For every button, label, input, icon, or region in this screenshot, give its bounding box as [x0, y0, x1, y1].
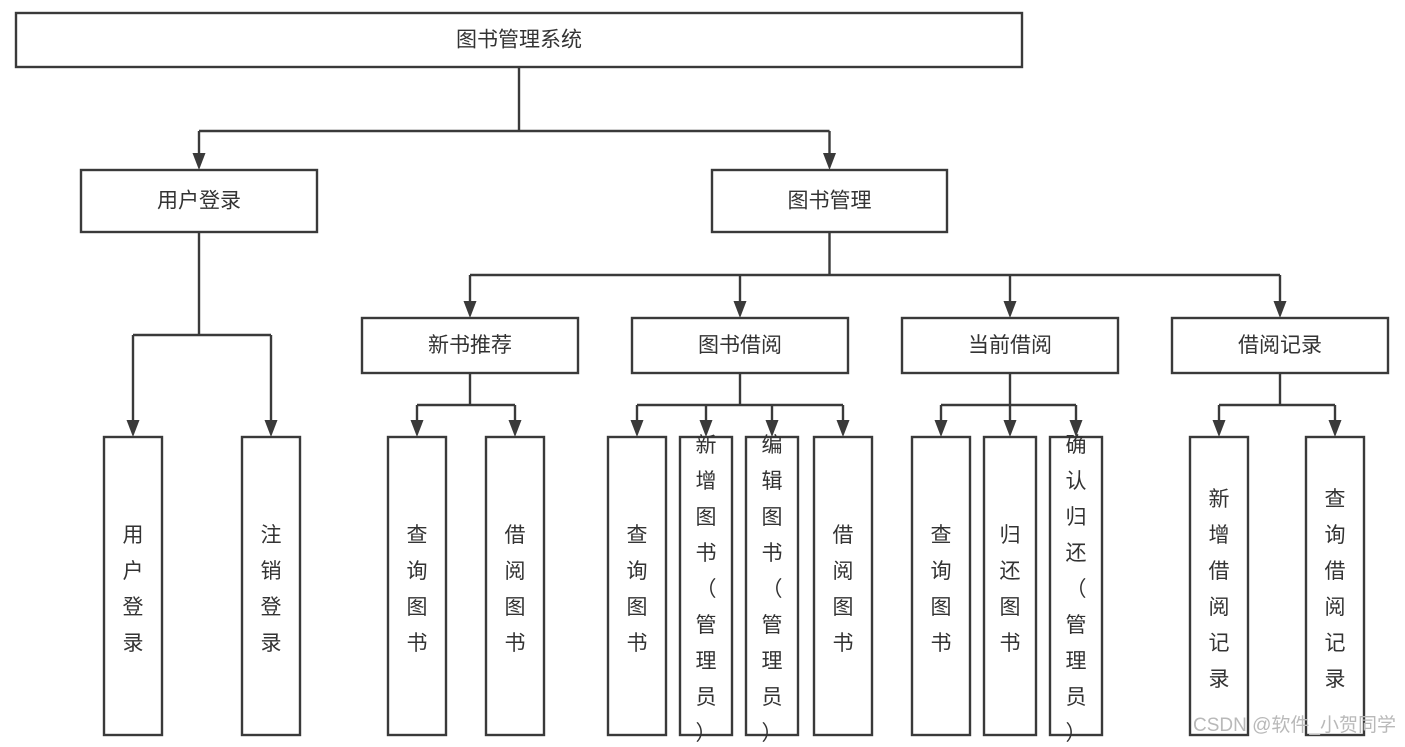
- node-label-user-login: 用户登录: [157, 190, 241, 213]
- node-box-leaf-borrow-book-1: [484, 435, 546, 737]
- node-book-manage[interactable]: 图书管理: [710, 168, 949, 234]
- node-box-leaf-logout-login: [240, 435, 302, 737]
- edge-group-book-manage: [463, 232, 1287, 318]
- node-box-leaf-return-book: [982, 435, 1038, 737]
- node-label-root: 图书管理系统: [456, 29, 582, 52]
- node-leaf-add-borrow-record[interactable]: 新增借阅记录: [1188, 435, 1250, 737]
- node-leaf-borrow-book-2[interactable]: 借阅图书: [812, 435, 874, 737]
- node-label-leaf-query-book-2: 查询图书: [627, 524, 648, 655]
- edge-group-borrow-record: [1212, 373, 1342, 437]
- node-leaf-add-book-admin[interactable]: 新增图书（管理员）: [678, 434, 734, 745]
- edge-group-user-login: [126, 232, 278, 437]
- edge-group-book-borrow: [630, 373, 850, 437]
- node-box-leaf-add-borrow-record: [1188, 435, 1250, 737]
- node-leaf-query-book-2[interactable]: 查询图书: [606, 435, 668, 737]
- node-label-leaf-borrow-book-1: 借阅图书: [505, 524, 526, 655]
- node-box-leaf-user-login: [102, 435, 164, 737]
- node-label-current-borrow: 当前借阅: [968, 334, 1052, 357]
- node-root[interactable]: 图书管理系统: [14, 11, 1024, 69]
- node-leaf-borrow-book-1[interactable]: 借阅图书: [484, 435, 546, 737]
- node-box-leaf-query-book-3: [910, 435, 972, 737]
- node-leaf-confirm-return-admin[interactable]: 确认归还（管理员）: [1048, 434, 1104, 745]
- node-box-leaf-add-book-admin: [678, 435, 734, 737]
- node-leaf-return-book[interactable]: 归还图书: [982, 435, 1038, 737]
- node-label-book-borrow: 图书借阅: [698, 334, 782, 357]
- node-box-leaf-confirm-return-admin: [1048, 435, 1104, 737]
- node-leaf-query-book-3[interactable]: 查询图书: [910, 435, 972, 737]
- edge-group-new-book-recommend: [410, 373, 522, 437]
- node-label-leaf-logout-login: 注销登录: [261, 524, 282, 655]
- csdn-watermark: CSDN @软件_小贺同学: [1193, 714, 1396, 736]
- node-current-borrow[interactable]: 当前借阅: [900, 316, 1120, 375]
- node-box-leaf-edit-book-admin: [744, 435, 800, 737]
- node-leaf-user-login[interactable]: 用户登录: [102, 435, 164, 737]
- edge-group-root: [192, 67, 836, 170]
- node-box-new-book-recommend: [360, 316, 580, 375]
- node-box-root: [14, 11, 1024, 69]
- edge-group-current-borrow: [934, 373, 1083, 437]
- node-label-leaf-query-borrow-record: 查询借阅记录: [1325, 488, 1346, 691]
- node-box-leaf-query-book-2: [606, 435, 668, 737]
- node-borrow-record[interactable]: 借阅记录: [1170, 316, 1390, 375]
- node-label-leaf-user-login: 用户登录: [123, 524, 144, 655]
- node-label-leaf-return-book: 归还图书: [1000, 524, 1021, 655]
- node-leaf-edit-book-admin[interactable]: 编辑图书（管理员）: [744, 434, 800, 745]
- node-box-leaf-borrow-book-2: [812, 435, 874, 737]
- node-label-leaf-borrow-book-2: 借阅图书: [833, 524, 854, 655]
- node-leaf-query-borrow-record[interactable]: 查询借阅记录: [1304, 435, 1366, 737]
- node-leaf-query-book-1[interactable]: 查询图书: [386, 435, 448, 737]
- node-box-current-borrow: [900, 316, 1120, 375]
- node-box-leaf-query-book-1: [386, 435, 448, 737]
- node-label-leaf-query-book-1: 查询图书: [407, 524, 428, 655]
- node-book-borrow[interactable]: 图书借阅: [630, 316, 850, 375]
- node-label-leaf-add-borrow-record: 新增借阅记录: [1209, 488, 1230, 691]
- node-label-borrow-record: 借阅记录: [1238, 334, 1322, 357]
- node-label-book-manage: 图书管理: [788, 190, 872, 213]
- node-leaf-logout-login[interactable]: 注销登录: [240, 435, 302, 737]
- node-box-borrow-record: [1170, 316, 1390, 375]
- edge-layer: [126, 67, 1342, 437]
- node-label-leaf-add-book-admin: 新增图书（管理员）: [696, 434, 717, 745]
- node-box-book-manage: [710, 168, 949, 234]
- node-new-book-recommend[interactable]: 新书推荐: [360, 316, 580, 375]
- node-label-leaf-query-book-3: 查询图书: [931, 524, 952, 655]
- node-layer: 图书管理系统用户登录图书管理新书推荐图书借阅当前借阅借阅记录用户登录注销登录查询…: [14, 11, 1390, 745]
- node-box-leaf-query-borrow-record: [1304, 435, 1366, 737]
- node-label-new-book-recommend: 新书推荐: [428, 334, 512, 357]
- node-box-book-borrow: [630, 316, 850, 375]
- node-user-login[interactable]: 用户登录: [79, 168, 319, 234]
- node-label-leaf-confirm-return-admin: 确认归还（管理员）: [1066, 434, 1087, 745]
- node-label-leaf-edit-book-admin: 编辑图书（管理员）: [762, 434, 783, 745]
- node-box-user-login: [79, 168, 319, 234]
